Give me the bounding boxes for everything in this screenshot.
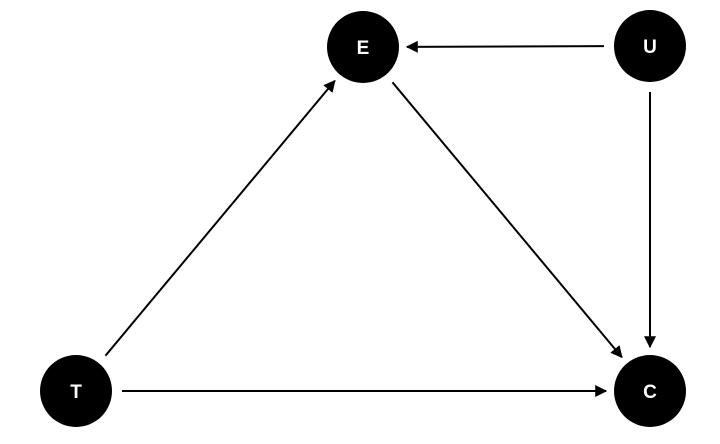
- node-circle: [614, 10, 686, 82]
- node-circle: [40, 355, 112, 427]
- node-e: E: [327, 11, 399, 83]
- node-u: U: [614, 10, 686, 82]
- node-t: T: [40, 355, 112, 427]
- edge-u-to-e: [405, 40, 605, 53]
- node-circle: [614, 355, 686, 427]
- node-label: E: [357, 38, 370, 59]
- edge-t-to-e: [104, 79, 336, 357]
- edge-e-to-c: [391, 81, 623, 359]
- node-circle: [327, 11, 399, 83]
- node-c: C: [614, 355, 686, 427]
- node-label: C: [643, 382, 657, 403]
- node-label: T: [70, 382, 82, 403]
- node-label: U: [643, 37, 657, 58]
